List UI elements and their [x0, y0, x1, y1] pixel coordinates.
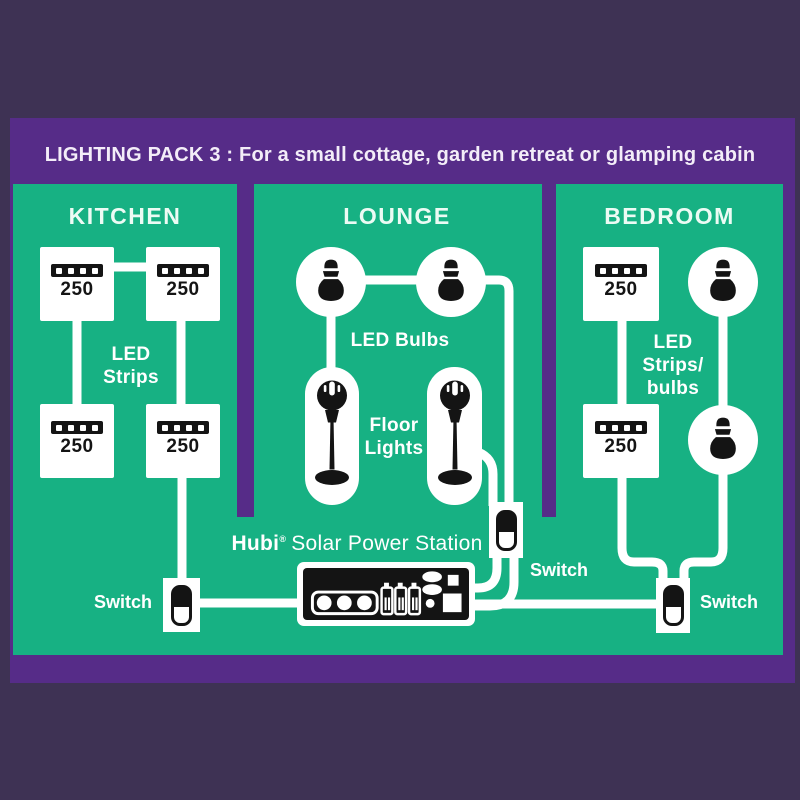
led-strip-icon [51, 264, 103, 277]
strip-lumens-value: 250 [166, 436, 200, 457]
strip-lumens-value: 250 [604, 279, 638, 300]
kitchen-switch-label: Switch [93, 592, 152, 612]
lounge-panel-title: LOUNGE [343, 203, 451, 229]
led-bulb-icon [438, 259, 464, 301]
panel-divider [542, 184, 556, 517]
kitchen-panel-title: KITCHEN [68, 203, 182, 229]
floor-light-node [305, 367, 359, 505]
bedroom-switch-label: Switch [700, 592, 759, 612]
kitchen-switch [163, 578, 200, 632]
station-name: Solar Power Station [291, 532, 483, 555]
led-strip-icon [595, 264, 647, 277]
page-title: LIGHTING PACK 3 : For a small cottage, g… [44, 144, 756, 166]
led-strip-node: 250 [583, 404, 659, 478]
kitchen-led-strips-label: LED Strips [103, 344, 159, 389]
led-strip-node: 250 [146, 247, 220, 321]
strip-lumens-value: 250 [604, 436, 638, 457]
wire [484, 275, 514, 506]
power-station-device [297, 562, 475, 626]
led-strip-node: 250 [40, 404, 114, 478]
led-strip-node: 250 [146, 404, 220, 478]
lounge-floor-lights-label: Floor Lights [364, 415, 424, 460]
bedroom-led-label: LED Strips/ bulbs [642, 332, 704, 400]
lounge-led-bulbs-label: LED Bulbs [350, 330, 450, 351]
wire [472, 554, 502, 593]
registered-trademark-symbol: ® [279, 534, 287, 544]
led-bulb-node [296, 247, 366, 317]
led-bulb-node [688, 247, 758, 317]
station-title: Hubi® Solar Power Station [212, 532, 502, 556]
led-bulb-icon [710, 417, 736, 459]
floor-lamp-icon [315, 380, 349, 485]
power-station-icon [310, 571, 462, 616]
led-strip-icon [51, 421, 103, 434]
led-strip-icon [157, 264, 209, 277]
led-strip-icon [595, 421, 647, 434]
led-bulb-node [416, 247, 486, 317]
led-strip-icon [157, 421, 209, 434]
floor-lamp-icon [437, 380, 472, 485]
lounge-switch-label: Switch [530, 560, 589, 580]
wire [679, 471, 728, 582]
led-bulb-node [688, 405, 758, 475]
led-bulb-icon [710, 259, 736, 301]
switch-toggle-icon [495, 509, 517, 551]
switch-toggle-icon [171, 584, 192, 626]
switch-toggle-icon [662, 585, 684, 626]
led-strip-node: 250 [583, 247, 659, 321]
floor-light-node [427, 367, 482, 505]
led-bulb-icon [318, 259, 344, 301]
strip-lumens-value: 250 [166, 279, 200, 300]
panel-divider [237, 184, 254, 517]
strip-lumens-value: 250 [60, 436, 94, 457]
lounge-switch [489, 502, 523, 558]
wire [617, 474, 668, 582]
station-brand: Hubi [231, 532, 280, 555]
led-strip-node: 250 [40, 247, 114, 321]
bedroom-switch [656, 578, 690, 633]
strip-lumens-value: 250 [60, 279, 94, 300]
bedroom-panel-title: BEDROOM [604, 203, 735, 229]
